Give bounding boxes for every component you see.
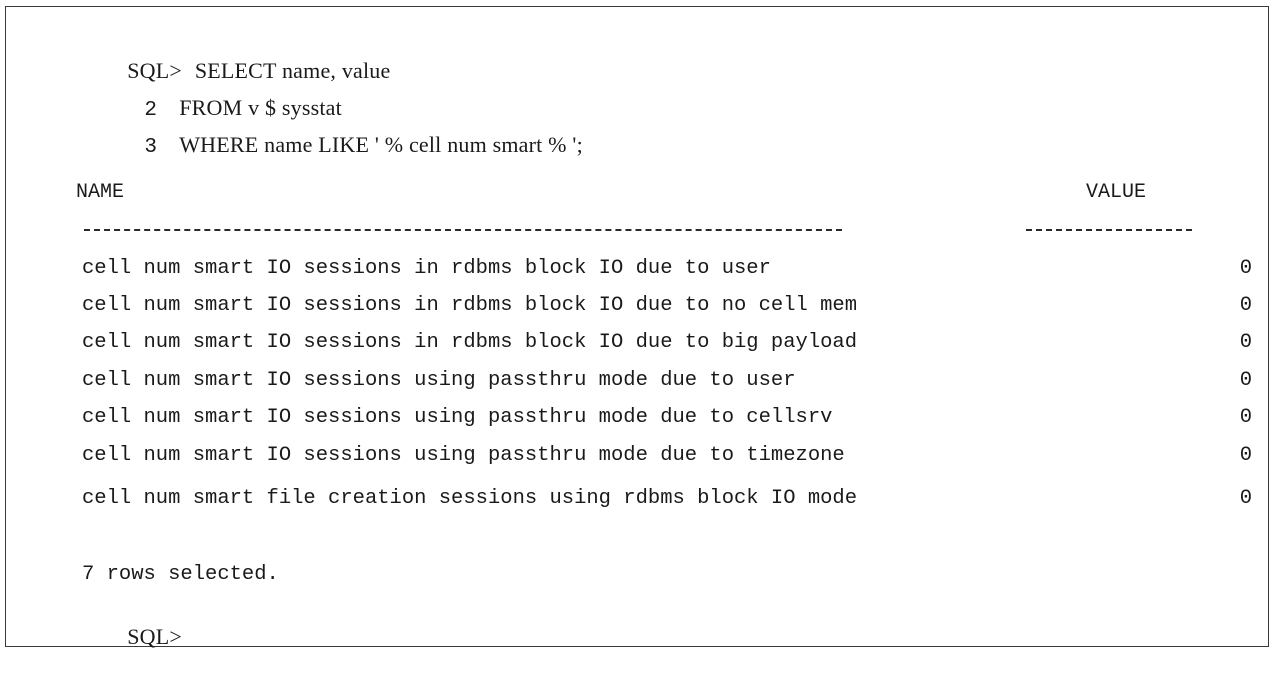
table-row-value-7: 0 <box>1239 487 1252 510</box>
table-row-value-6: 0 <box>1239 444 1252 467</box>
table-row-name-5: cell num smart IO sessions using passthr… <box>82 406 833 429</box>
table-row-value-3: 0 <box>1239 331 1252 354</box>
column-header-name: NAME <box>76 181 125 204</box>
sql-prompt: SQL> <box>127 58 182 83</box>
sql-prompt-footer: SQL> <box>127 624 182 649</box>
table-row-value-5: 0 <box>1239 406 1252 429</box>
table-row-value-2: 0 <box>1239 294 1252 317</box>
header-separator-name <box>84 229 842 231</box>
query-select-text: SELECT name, value <box>194 58 391 83</box>
table-row-name-3: cell num smart IO sessions in rdbms bloc… <box>82 331 858 354</box>
table-row-name-7: cell num smart file creation sessions us… <box>82 487 858 510</box>
table-row-value-1: 0 <box>1239 257 1252 280</box>
table-row-name-6: cell num smart IO sessions using passthr… <box>82 444 845 467</box>
query-line-2: 2 FROM v $ sysstat <box>76 72 342 147</box>
query-line-1: SQL> SELECT name, value <box>76 35 390 110</box>
table-row-value-4: 0 <box>1239 369 1252 392</box>
table-row-name-1: cell num smart IO sessions in rdbms bloc… <box>82 257 771 280</box>
header-separator-value <box>1026 229 1192 231</box>
column-header-value: VALUE <box>1086 181 1147 204</box>
footer-prompt-line: SQL> <box>76 601 182 676</box>
table-row-name-2: cell num smart IO sessions in rdbms bloc… <box>82 294 858 317</box>
query-line-3: 3 WHERE name LIKE ' % cell num smart % '; <box>76 109 583 184</box>
line-number-3: 3 <box>144 136 158 159</box>
query-where-text: WHERE name LIKE ' % cell num smart % '; <box>179 132 583 157</box>
rows-selected-text: 7 rows selected. <box>82 563 279 586</box>
table-row-name-4: cell num smart IO sessions using passthr… <box>82 369 796 392</box>
terminal-output-frame: SQL> SELECT name, value 2 FROM v $ syssta… <box>5 6 1269 649</box>
query-from-text: FROM v $ sysstat <box>179 95 342 120</box>
line-number-2: 2 <box>144 99 158 122</box>
